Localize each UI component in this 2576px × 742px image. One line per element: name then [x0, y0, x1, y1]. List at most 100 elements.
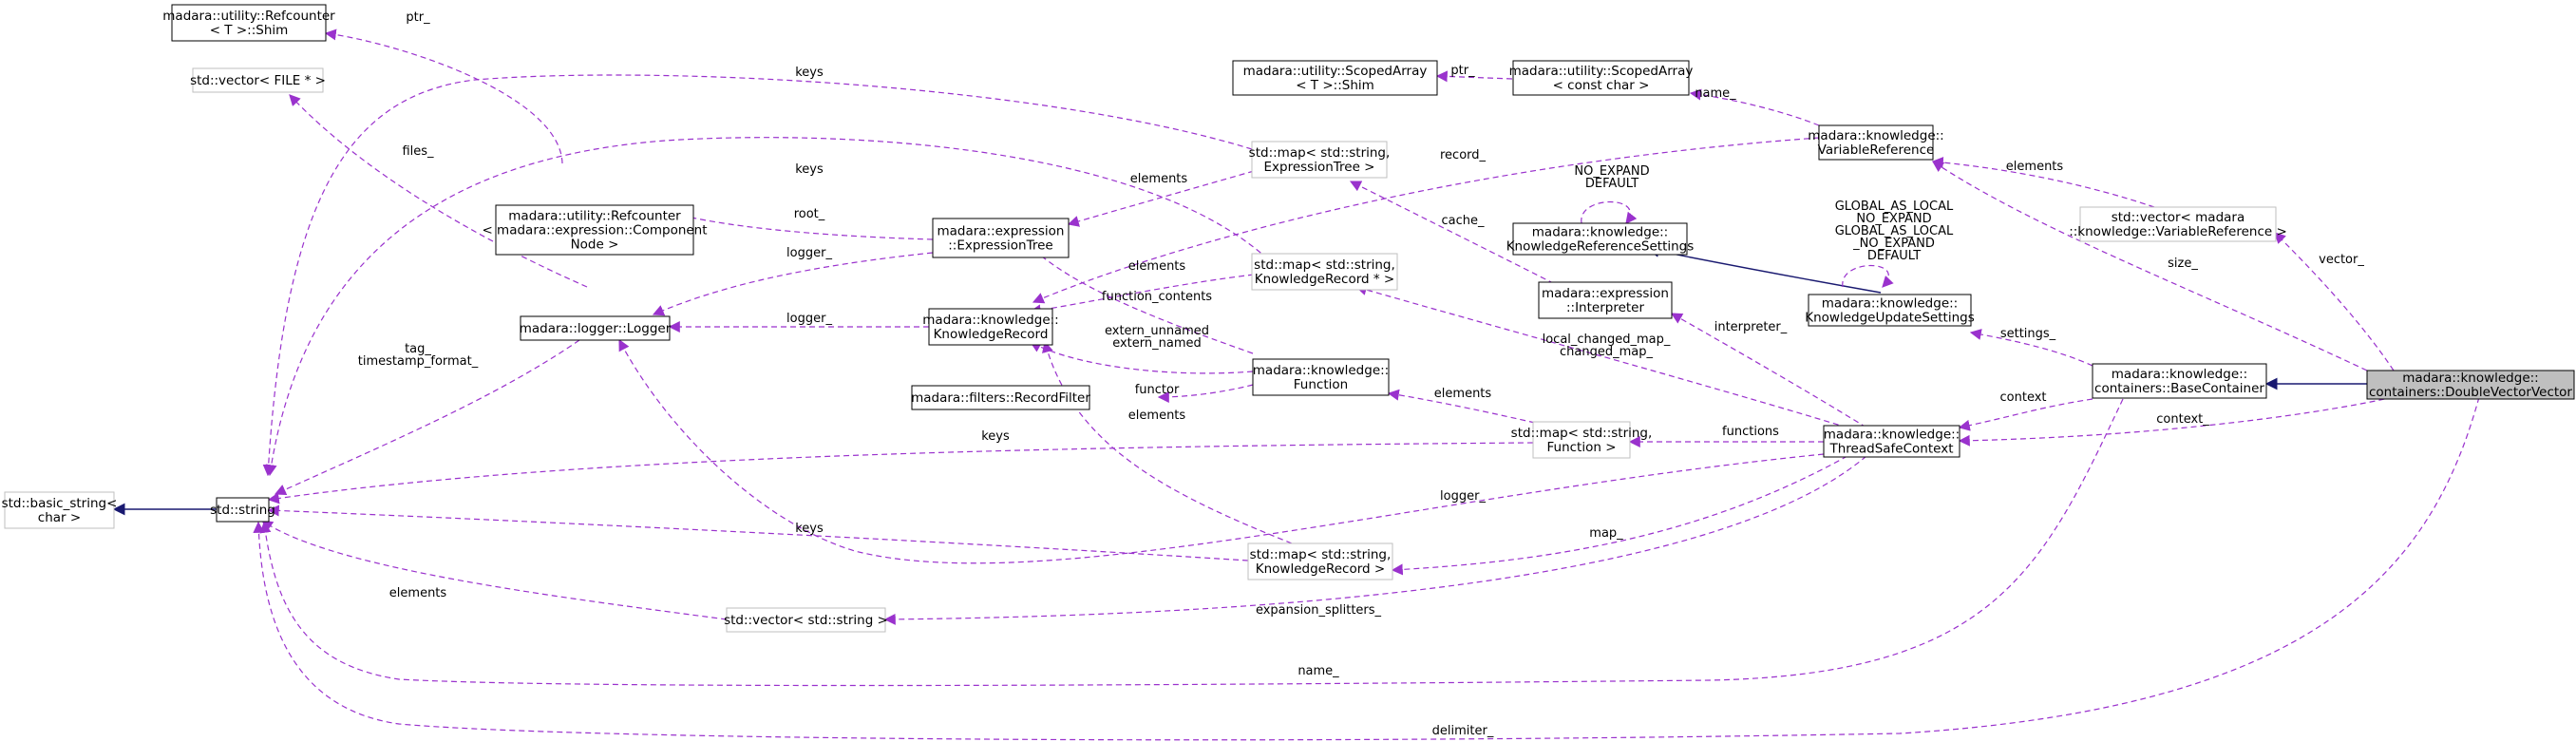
edge-ptr-refcounter [324, 29, 563, 164]
node-label-line: ThreadSafeContext [1829, 442, 1954, 457]
edge-label-elements-func: elements [1434, 387, 1492, 401]
node-label-line: VariableReference [1818, 143, 1935, 158]
node-vector-string[interactable]: std::vector< std::string > [724, 607, 888, 633]
node-label-line: madara::knowledge:: [2112, 367, 2247, 382]
node-label-line: madara::knowledge:: [2402, 371, 2538, 386]
node-knowledge-record[interactable]: madara::knowledge::KnowledgeRecord [922, 308, 1059, 346]
edge-no-expand-self [1581, 200, 1638, 224]
node-map-expression-tree[interactable]: std::map< std::string,ExpressionTree > [1249, 141, 1391, 179]
edge-logger-expr [652, 252, 934, 316]
edge-label-map-: map_ [1589, 526, 1623, 541]
edge-global-as-local-self [1842, 265, 1894, 288]
edge-label-functions: functions [1722, 425, 1779, 439]
edge-expansion-splitters [883, 455, 1867, 625]
edge-label-size-: size_ [2168, 257, 2198, 271]
edge-label-tag-timestamp: tag_ [405, 342, 431, 356]
edge-label-extern: extern_unnamed [1105, 324, 1209, 338]
node-expression-tree[interactable]: madara::expression::ExpressionTree [932, 218, 1070, 258]
node-refcounter-shim[interactable]: madara::utility::Refcounter< T >::Shim [162, 4, 335, 42]
edge-label-keys-kr: keys [795, 522, 824, 536]
node-variable-reference[interactable]: madara::knowledge::VariableReference [1808, 124, 1944, 161]
node-scoped-array-const-char[interactable]: madara::utility::ScopedArray< const char… [1509, 60, 1694, 96]
edge-tag-timestamp [274, 339, 580, 495]
edge-local-changed [1354, 284, 1848, 428]
node-label-line: char > [38, 510, 81, 525]
node-label-line: containers::DoubleVectorVector [2369, 385, 2572, 400]
edge-label-interpreter-: interpreter_ [1714, 320, 1788, 334]
node-label-line: < T >::Shim [210, 23, 289, 38]
edge-label-vector-: vector_ [2319, 253, 2364, 267]
node-box [1512, 222, 1688, 256]
edge-context2 [1958, 396, 2395, 447]
node-thread-safe-context[interactable]: madara::knowledge::ThreadSafeContext [1823, 425, 1960, 458]
edge-label-name-: name_ [1695, 86, 1736, 101]
node-vector-variable-reference[interactable]: std::vector< madara::knowledge::Variable… [2069, 206, 2287, 242]
node-record-filter[interactable]: madara::filters::RecordFilter [911, 385, 1090, 410]
node-box [2079, 206, 2277, 242]
node-box [726, 607, 886, 633]
edge-function-contents [1030, 246, 1254, 354]
node-box [1247, 542, 1393, 580]
node-box [1252, 358, 1390, 396]
edge-label-elements-kr-map: elements [1128, 409, 1186, 423]
node-label-line: std::map< std::string, [1254, 257, 1395, 273]
node-label-line: madara::knowledge:: [1824, 428, 1960, 443]
node-box [1251, 141, 1388, 179]
node-double-vector-vector[interactable]: madara::knowledge::containers::DoubleVec… [2366, 370, 2575, 400]
node-map-function[interactable]: std::map< std::string,Function > [1511, 421, 1653, 459]
node-box [932, 218, 1070, 258]
node-refcounter-component-node[interactable]: madara::utility::Refcounter< madara::exp… [482, 204, 708, 256]
node-label-line: madara::utility::ScopedArray [1509, 64, 1694, 79]
node-std-string[interactable]: std::string [210, 497, 275, 523]
node-box [1823, 425, 1960, 458]
node-label-line: madara::knowledge:: [1253, 363, 1389, 378]
edge-map [1391, 455, 1848, 576]
node-logger[interactable]: madara::logger::Logger [520, 315, 672, 341]
edge-functor [1157, 384, 1254, 403]
edge-label-keys-func: keys [981, 429, 1010, 444]
node-map-knowledge-record[interactable]: std::map< std::string,KnowledgeRecord > [1247, 542, 1393, 580]
edge-label-elements-varref: elements [2006, 160, 2064, 174]
node-box [171, 4, 327, 42]
node-knowledge-update-settings[interactable]: madara::knowledge::KnowledgeUpdateSettin… [1805, 294, 1975, 327]
edge-label-logger-kr: logger_ [786, 312, 832, 326]
node-box [1808, 294, 1972, 327]
edge-elements-expr [1067, 170, 1255, 227]
edge-extern [1029, 341, 1254, 374]
edge-name-bottom [259, 398, 2124, 687]
node-label-line: ::Interpreter [1566, 300, 1645, 315]
node-box [1532, 421, 1631, 459]
inherit-reference-settings-edge [1646, 244, 1882, 294]
node-label-line: < T >::Shim [1296, 78, 1374, 93]
node-map-knowledge-record-ptr[interactable]: std::map< std::string,KnowledgeRecord * … [1251, 253, 1398, 291]
node-label-line: madara::knowledge:: [1532, 225, 1668, 240]
edge-label-global-as-local: _NO_EXPAND [1852, 237, 1935, 251]
node-label-line: std::basic_string< [2, 496, 118, 511]
edge-elements-vs [261, 520, 728, 620]
edge-label-expansion-splitters: expansion_splitters_ [1256, 603, 1382, 618]
node-label-line: madara::expression [937, 224, 1064, 239]
node-basic-string[interactable]: std::basic_string<char > [2, 491, 118, 529]
node-vector-file[interactable]: std::vector< FILE * > [190, 67, 326, 93]
node-interpreter[interactable]: madara::expression::Interpreter [1538, 281, 1673, 319]
node-label-line: KnowledgeRecord > [1256, 561, 1385, 577]
node-base-container[interactable]: madara::knowledge::containers::BaseConta… [2092, 363, 2267, 399]
edge-label-files-: files_ [402, 144, 434, 159]
edge-cache [1349, 181, 1563, 289]
edge-label-no-expand-default: DEFAULT [1585, 177, 1638, 191]
node-box [1512, 60, 1690, 96]
edge-ptr-scoped [1435, 70, 1513, 83]
node-function[interactable]: madara::knowledge::Function [1252, 358, 1390, 396]
edge-label-local-changed: changed_map_ [1560, 345, 1653, 359]
node-knowledge-reference-settings[interactable]: madara::knowledge::KnowledgeReferenceSet… [1506, 222, 1695, 256]
edge-label-cache-: cache_ [1442, 214, 1485, 228]
edge-label-global-as-local: GLOBAL_AS_LOCAL [1835, 200, 1954, 214]
node-label-line: madara::knowledge:: [1822, 296, 1958, 312]
node-label-line: std::vector< madara [2112, 210, 2245, 225]
node-box [495, 204, 694, 256]
node-label-line: KnowledgeReferenceSettings [1506, 239, 1695, 255]
node-label-line: Node > [571, 238, 619, 253]
edge-label-extern: extern_named [1112, 336, 1202, 351]
node-scoped-array-shim[interactable]: madara::utility::ScopedArray< T >::Shim [1232, 60, 1438, 96]
node-box [520, 315, 671, 341]
